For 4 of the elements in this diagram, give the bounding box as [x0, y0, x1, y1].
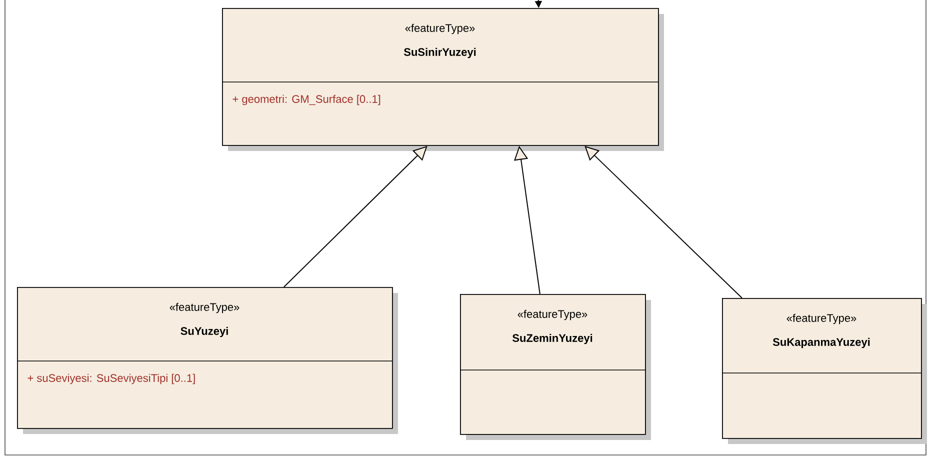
class-box: «featureType» SuSinirYuzeyi + geometri: GM_Surface [0..1]: [222, 8, 664, 151]
class-box: «featureType» SuKapanmaYuzeyi: [722, 298, 927, 444]
class-box: «featureType» SuYuzeyi + suSeviyesi: SuSeviyesiTipi [0..1]: [16, 287, 398, 434]
class-box: «featureType» SuZeminYuzeyi: [460, 294, 651, 440]
